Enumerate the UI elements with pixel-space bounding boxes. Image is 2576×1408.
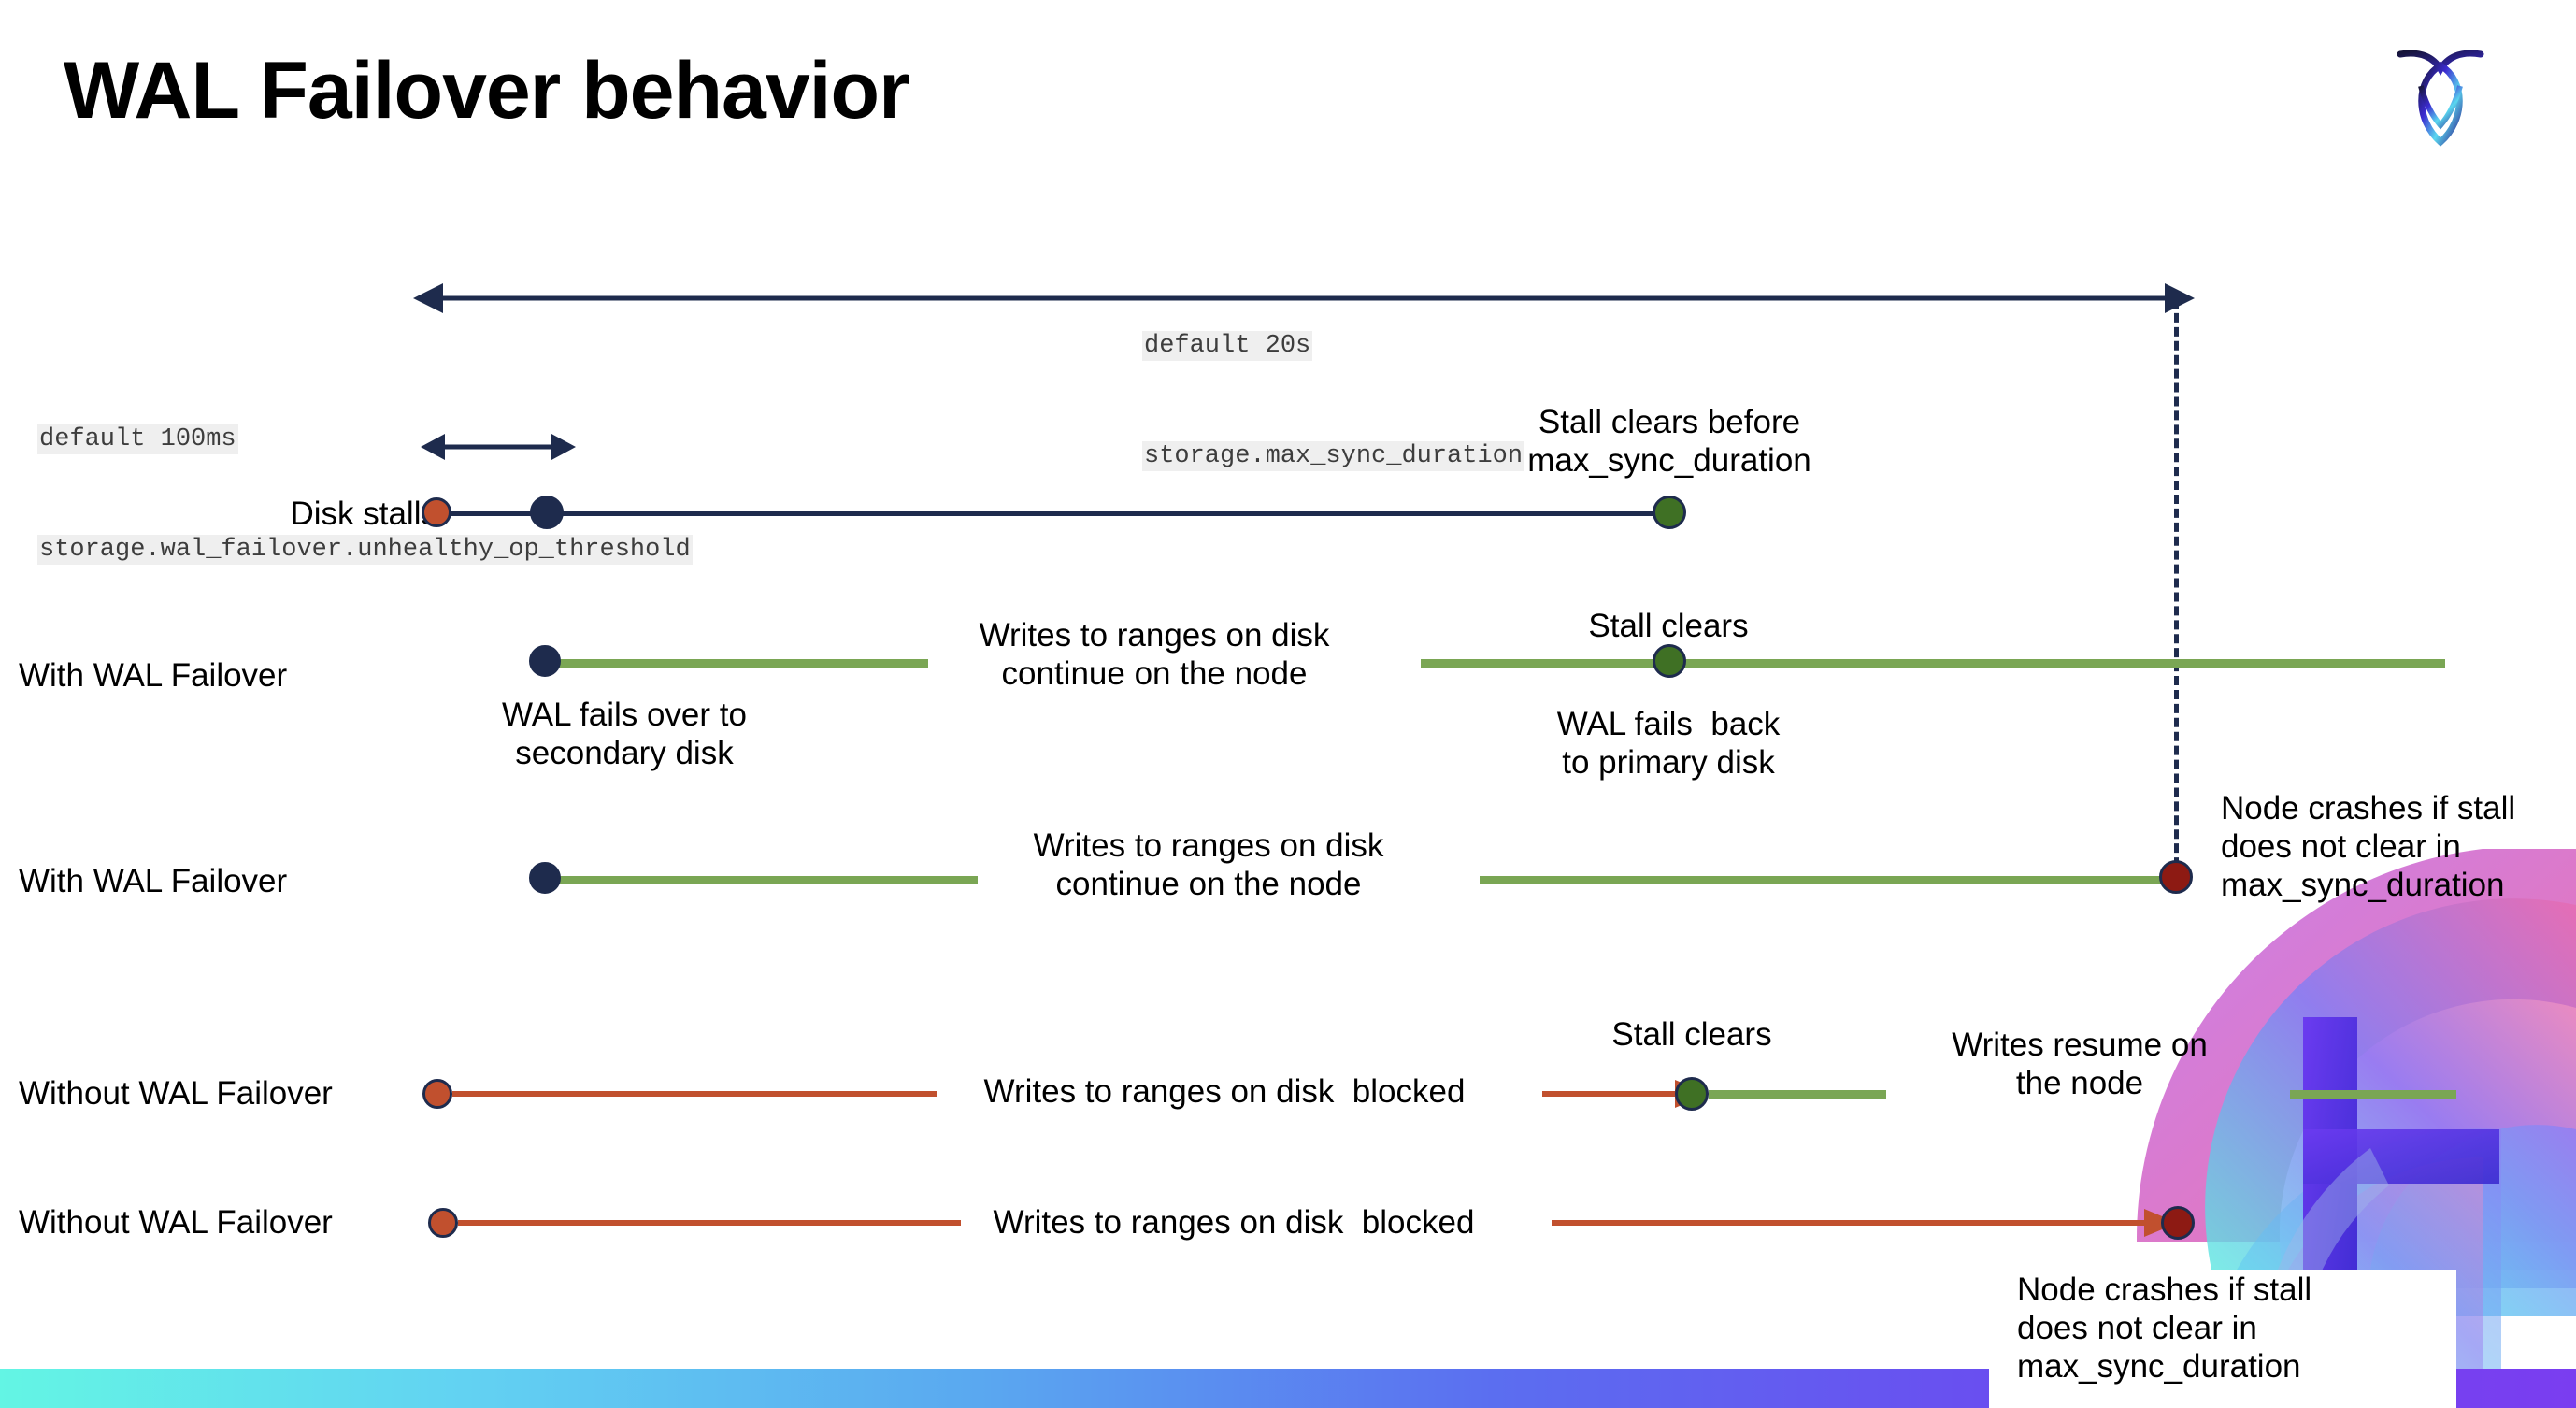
with-wal-failover-1-stall-cleared-marker	[1653, 644, 1686, 678]
without-wal-failover-2-blocked-arrow-b	[1552, 1209, 2178, 1237]
unhealthy-op-threshold-annotation: default 100ms storage.wal_failover.unhea…	[37, 349, 693, 641]
without-wal-failover-2-blocked-arrow-a	[458, 1220, 961, 1226]
note-node-crashes-2: Node crashes if stall does not clear in …	[2017, 1272, 2312, 1385]
unhealthy-op-default-label: default 100ms	[37, 424, 238, 455]
without-wal-failover-2-start-marker	[428, 1208, 458, 1238]
without-wal-failover-1-resume-segment-b	[2290, 1090, 2456, 1099]
without-wal-failover-1-stall-cleared-marker	[1675, 1077, 1709, 1111]
note-writes-blocked-2: Writes to ranges on disk blocked	[993, 1204, 1475, 1241]
with-wal-failover-1-segment-b	[1421, 659, 2445, 668]
row-label-without-wal-failover-2: Without WAL Failover	[19, 1204, 333, 1241]
unhealthy-op-threshold-span-arrow	[421, 434, 576, 460]
note-stall-clears-2: Stall clears	[1611, 1016, 1772, 1053]
disk-stalls-timeline	[436, 511, 1671, 516]
without-wal-failover-1-start-marker	[422, 1079, 452, 1109]
with-wal-failover-2-crash-marker	[2159, 860, 2193, 894]
max-sync-duration-boundary-dashed-line	[2174, 299, 2179, 881]
with-wal-failover-2-start-marker	[529, 862, 561, 894]
with-wal-failover-2-segment-a	[540, 876, 978, 884]
note-writes-blocked-1: Writes to ranges on disk blocked	[983, 1073, 1466, 1110]
cockroachdb-logo-icon	[2397, 50, 2484, 147]
note-wal-fails-back: WAL fails back to primary disk	[1556, 706, 1781, 781]
unhealthy-op-setting-label: storage.wal_failover.unhealthy_op_thresh…	[37, 534, 693, 565]
note-writes-continue-1: Writes to ranges on disk continue on the…	[979, 617, 1330, 692]
max-sync-setting-label: storage.max_sync_duration	[1142, 440, 1525, 471]
with-wal-failover-2-segment-b	[1480, 876, 2176, 884]
with-wal-failover-1-start-marker	[529, 645, 561, 677]
max-sync-duration-span-arrow	[413, 283, 2195, 313]
without-wal-failover-2-crash-marker	[2161, 1206, 2195, 1240]
row-label-disk-stalls: Disk stalls	[290, 496, 437, 532]
page-title: WAL Failover behavior	[64, 46, 910, 136]
note-writes-resume: Writes resume on the node	[1952, 1027, 2208, 1101]
disk-stalls-stall-cleared-marker	[1653, 496, 1686, 529]
max-sync-default-label: default 20s	[1142, 331, 1313, 362]
note-writes-continue-2: Writes to ranges on disk continue on the…	[1033, 827, 1384, 902]
disk-stalls-start-marker	[422, 497, 451, 527]
note-wal-fails-over: WAL fails over to secondary disk	[502, 697, 747, 771]
row-label-with-wal-failover-1: With WAL Failover	[19, 657, 288, 694]
without-wal-failover-1-blocked-arrow-a	[452, 1091, 937, 1097]
note-stall-clears-before: Stall clears before max_sync_duration	[1527, 404, 1811, 479]
without-wal-failover-1-resume-segment-a	[1709, 1090, 1886, 1099]
with-wal-failover-1-segment-a	[540, 659, 928, 668]
node-crashes-2-callout	[1989, 1270, 2456, 1408]
note-node-crashes-1: Node crashes if stall does not clear in …	[2221, 790, 2516, 903]
row-label-without-wal-failover-1: Without WAL Failover	[19, 1075, 333, 1112]
note-stall-clears-1: Stall clears	[1588, 608, 1749, 644]
row-label-with-wal-failover-2: With WAL Failover	[19, 863, 288, 899]
max-sync-duration-annotation: default 20s storage.max_sync_duration	[1142, 255, 1525, 548]
disk-stalls-failover-marker	[530, 496, 564, 529]
